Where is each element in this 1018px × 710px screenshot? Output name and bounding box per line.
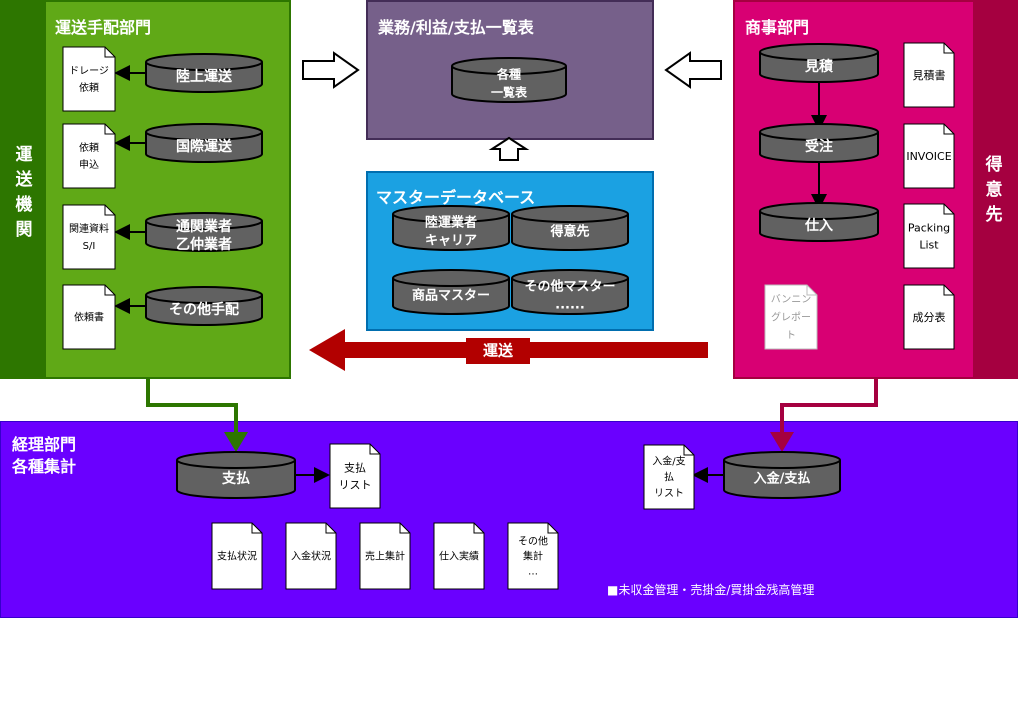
report-document: 支払状況 [211, 522, 263, 590]
sales-document-label: INVOICE [906, 150, 951, 163]
receipt-drum: 入金/支払 [723, 451, 841, 499]
report-document: その他集計… [507, 522, 559, 590]
note-line: 業務内容別集計/顧客別売掛金集計 など [607, 679, 840, 693]
green-arrowhead [224, 432, 248, 452]
arrow-left-icon [664, 51, 722, 89]
list-drum: 各種一覧表 [451, 57, 567, 103]
note-line: ■未収金管理・売掛金/買掛金残高管理 [607, 583, 815, 597]
arrow-right-icon [302, 51, 360, 89]
maroon-arrowhead [770, 432, 794, 452]
transport-document: 依頼申込 [62, 123, 116, 189]
master-db-drum: 陸運業者キャリア [392, 205, 510, 251]
sales-document: 見積書 [903, 42, 955, 108]
transport-document-label: 依頼書 [74, 311, 104, 324]
report-document-label: その他集計… [518, 535, 548, 578]
transport-document: 依頼書 [62, 284, 116, 350]
transport-process-drum: 陸上運送 [145, 53, 263, 93]
sales-process-drum: 仕入 [759, 202, 879, 242]
faded-document: バンニングレポート [764, 284, 818, 350]
customer-side-label: 得意 先 [985, 155, 1003, 225]
transport-document-label: ドレージ依頼 [69, 66, 109, 94]
report-document-label: 支払状況 [217, 550, 257, 563]
transport-arrow-label: 運送 [483, 341, 514, 359]
arrow-up-icon [488, 136, 530, 161]
master-db-drum: その他マスター...... [511, 269, 629, 315]
master-db-drum-label: 得意先 [549, 224, 589, 240]
report-document-label: 入金状況 [291, 550, 331, 563]
receipt-list-document: 入金/支払リスト [643, 444, 695, 510]
transport-process-drum: 通関業者乙仲業者 [145, 212, 263, 253]
report-document-label: 売上集計 [365, 550, 405, 563]
transport-document-label: 依頼申込 [79, 141, 99, 171]
sales-process-drum-label: 受注 [805, 138, 833, 155]
faded-document-label: バンニングレポート [771, 294, 812, 342]
transport-label-bg [466, 338, 530, 364]
master-db-title: マスターデータベース [376, 188, 536, 207]
sales-document-label: 成分表 [913, 310, 946, 324]
sales-document-label: 見積書 [913, 68, 946, 82]
connector [780, 377, 878, 437]
list-drum-label: 各種一覧表 [491, 66, 528, 99]
receipt-drum-label: 入金/支払 [754, 471, 811, 487]
carrier-band [0, 0, 47, 379]
connector [146, 377, 238, 437]
payment-drum: 支払 [176, 451, 296, 499]
payment-drum-label: 支払 [221, 470, 250, 487]
sales-document: 成分表 [903, 284, 955, 350]
sales-process-drum-label: 仕入 [804, 217, 833, 234]
payment-list-document-label: 支払リスト [339, 460, 372, 491]
payment-list-document: 支払リスト [329, 443, 381, 509]
sales-process-drum: 見積 [759, 43, 879, 83]
transport-process-drum-label: 陸上運送 [176, 68, 233, 85]
master-db-drum: 得意先 [511, 205, 629, 251]
transport-process-drum: 国際運送 [145, 123, 263, 163]
report-document-label: 仕入実績 [439, 550, 479, 563]
transport-process-drum-label: 国際運送 [176, 138, 233, 155]
transport-process-drum-label: 通関業者乙仲業者 [176, 218, 232, 253]
transport-process-drum: その他手配 [145, 286, 263, 326]
master-db-drum-label: 陸運業者キャリア [425, 215, 477, 249]
note-line: ■陸運業者・キャリア別集計/顧客別集計/営業別実績集計/ [607, 631, 919, 645]
sales-dept-title: 商事部門 [745, 18, 810, 37]
carrier-side-label: 運送 機関 [15, 145, 33, 240]
receipt-list-document-label: 入金/支払リスト [652, 455, 685, 500]
customer-band [970, 0, 1018, 379]
sales-document: INVOICE [903, 123, 955, 189]
transport-document: ドレージ依頼 [62, 46, 116, 112]
list-panel-title: 業務/利益/支払一覧表 [378, 18, 534, 37]
sales-process-drum-label: 見積 [804, 58, 834, 75]
report-document: 入金状況 [285, 522, 337, 590]
accounting-title: 経理部門 各種集計 [12, 435, 77, 476]
transport-dept-title: 運送手配部門 [55, 18, 152, 37]
report-document: 仕入実績 [433, 522, 485, 590]
master-db-drum-label: その他マスター...... [524, 279, 615, 313]
master-db-drum: 商品マスター [392, 269, 510, 315]
master-db-drum-label: 商品マスター [412, 288, 490, 304]
report-document: 売上集計 [359, 522, 411, 590]
sales-process-drum: 受注 [759, 123, 879, 163]
transport-process-drum-label: その他手配 [169, 301, 239, 318]
